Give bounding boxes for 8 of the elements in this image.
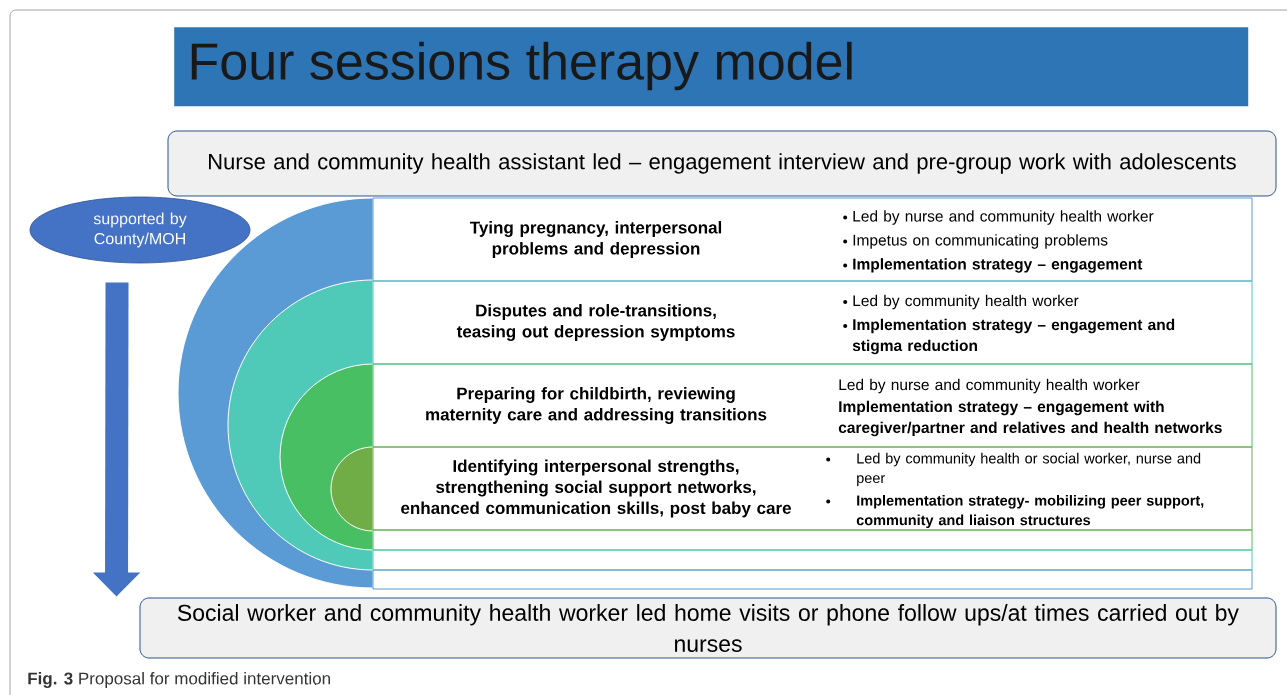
process-box: Social worker and community health worker led home visits or phone follow ups/at times carried out by nurses xyxy=(139,597,1277,659)
session-band: Tying pregnancy, interpersonal problems and depression Led by nurse and community health worker Impetus on communicating problems Implementation strategy – engagement xyxy=(372,197,1253,282)
title-banner: Four sessions therapy model xyxy=(174,27,1249,107)
caption: Fig. 3 Proposal for modified intervention xyxy=(28,672,330,688)
session-band: Disputes and role-transitions, teasing out depression symptoms Led by community health worker Implementation strategy – engagement and stigma reduction xyxy=(372,280,1253,365)
session-band: Preparing for childbirth, reviewing maternity care and addressing transitions Led by nurse and community health worker Implementation strategy – engagement with caregiver/partner and relatives and health networks xyxy=(372,363,1253,448)
session-band: Identifying interpersonal strengths, strengthening social support networks, enhanced communication skills, post baby care Led by community health or social worker, nurse and peer Implementation strategy- mobilizing peer support, community and liaison structures xyxy=(372,446,1253,531)
process-box: Nurse and community health assistant led – engagement interview and pre-group work with adolescents xyxy=(167,130,1277,197)
